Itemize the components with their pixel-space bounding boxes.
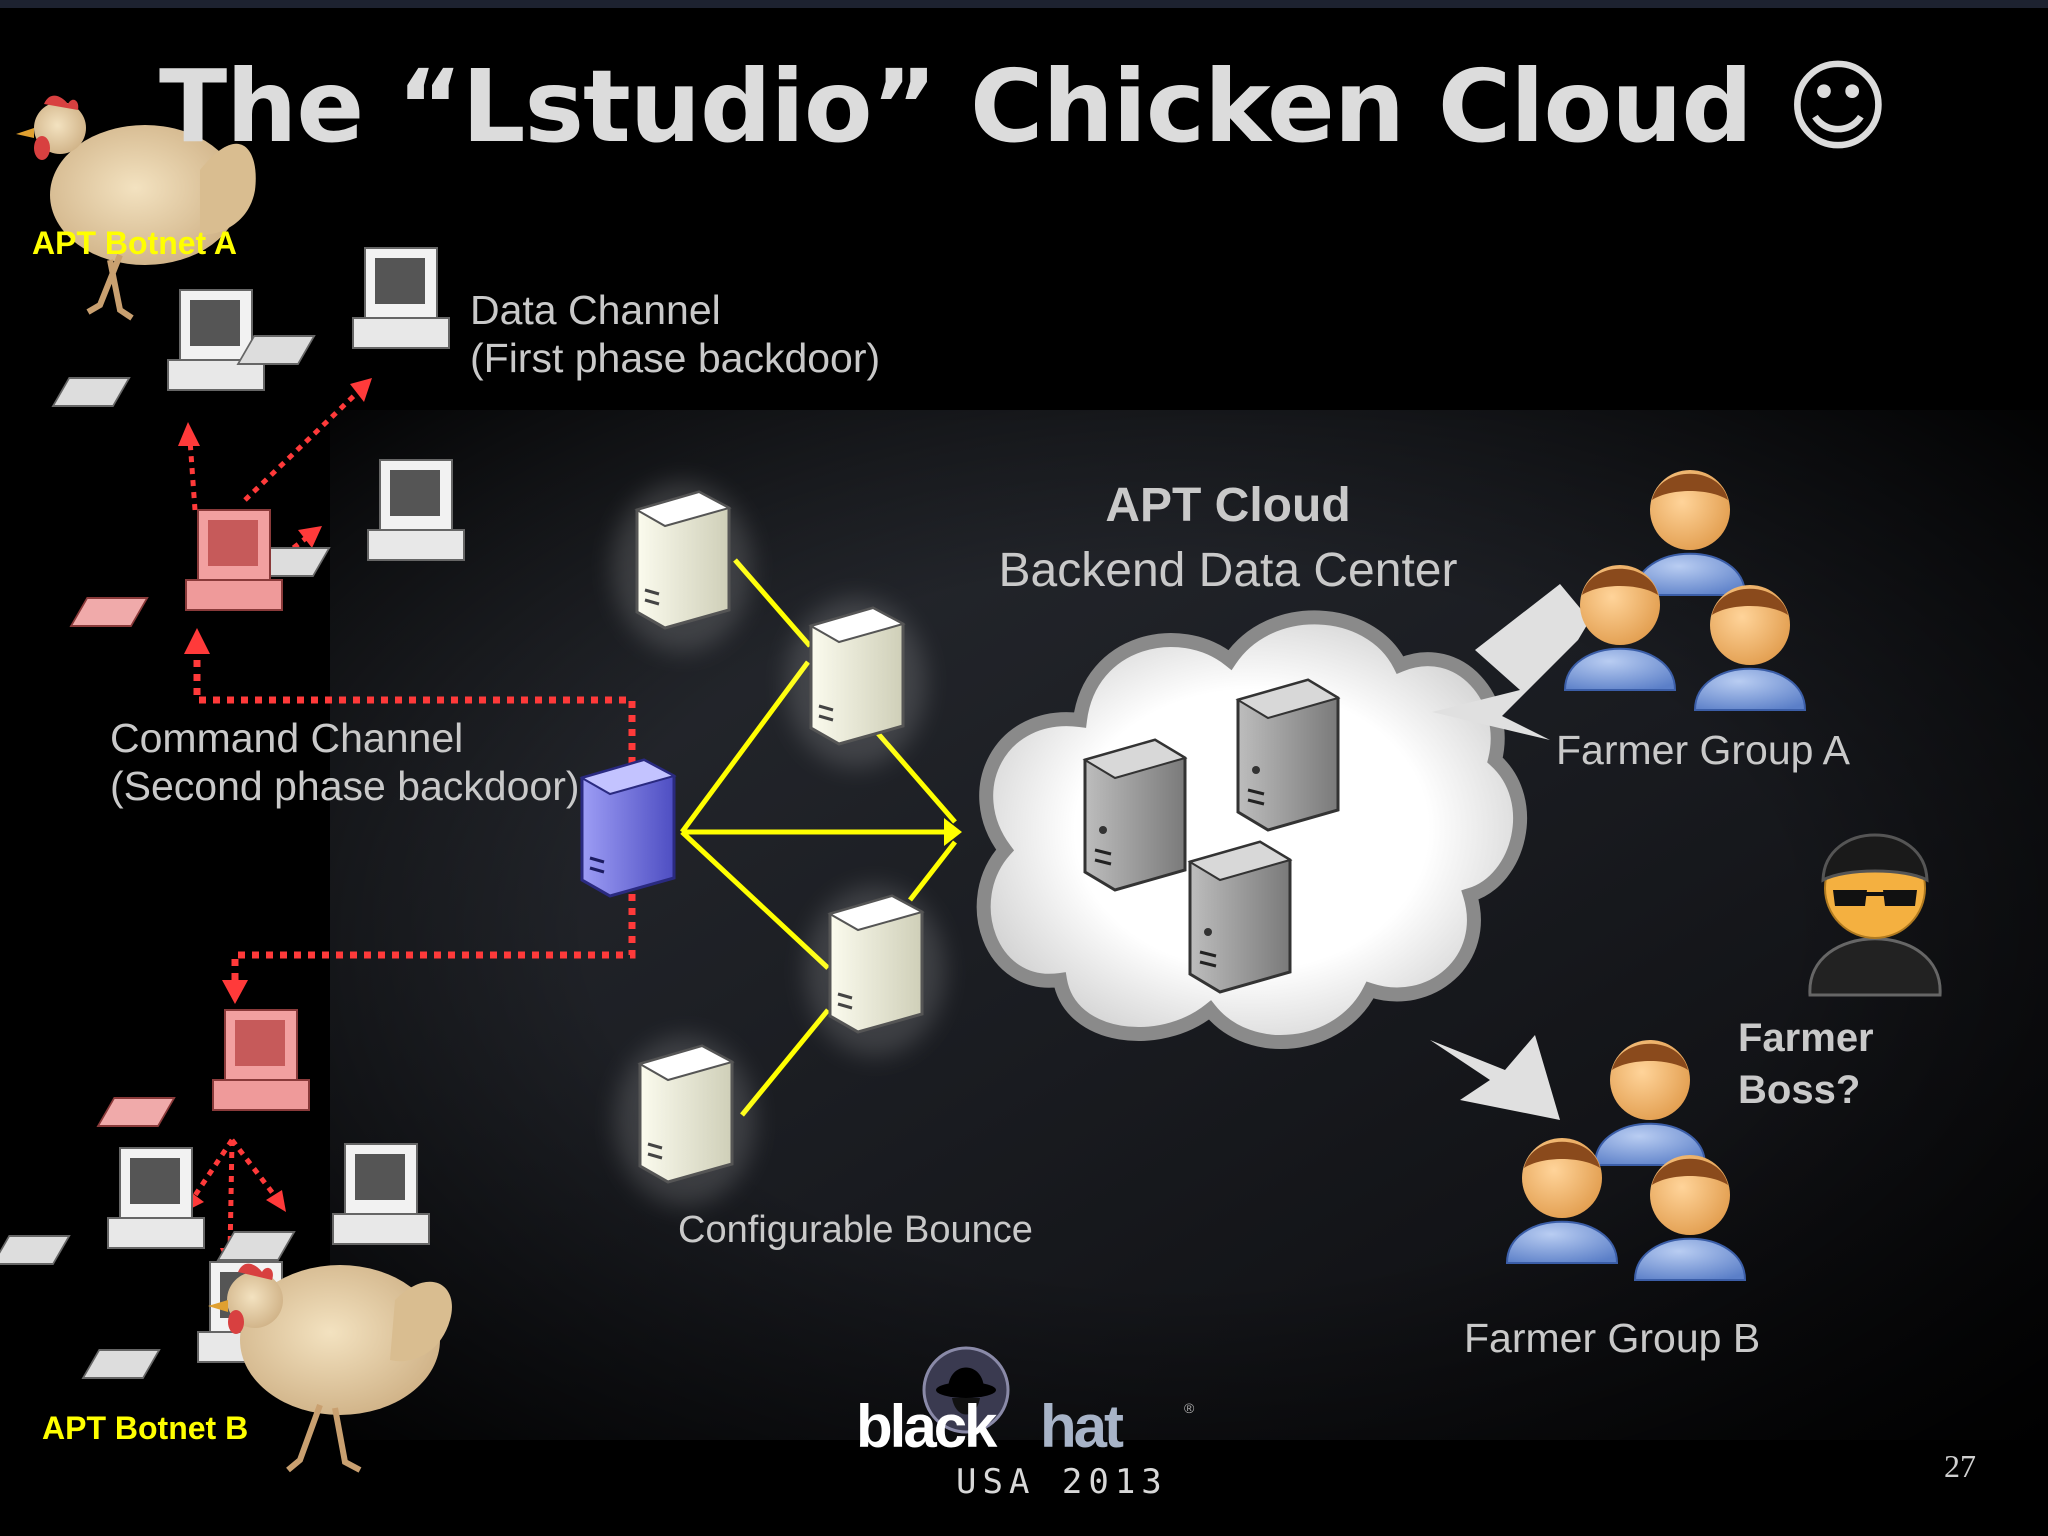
command-channel-lines <box>193 648 636 990</box>
chicken-a <box>16 95 256 321</box>
label-command-channel-sub: (Second phase backdoor) <box>110 763 580 809</box>
logo-registered: ® <box>1184 1400 1195 1416</box>
pc-icons <box>0 247 465 1379</box>
label-apt-botnet-a: APT Botnet A <box>32 225 238 261</box>
chicken-b <box>208 1263 452 1473</box>
logo-word-black: black <box>856 1393 997 1460</box>
logo-word-hat: hat <box>1040 1393 1124 1460</box>
page-number: 27 <box>1944 1448 1976 1484</box>
label-farmer-boss-1: Farmer <box>1738 1016 1874 1060</box>
data-channel-lines-b <box>189 1138 280 1256</box>
slide-title: The “Lstudio” Chicken Cloud ☺ <box>158 48 1890 165</box>
farmer-group-b-icons <box>1505 1040 1747 1281</box>
farmer-group-a-icons <box>1563 470 1807 711</box>
label-farmer-group-a: Farmer Group A <box>1556 727 1850 773</box>
label-farmer-group-b: Farmer Group B <box>1464 1315 1761 1361</box>
infected-pc-b <box>96 1009 310 1127</box>
label-configurable-bounce: Configurable Bounce <box>678 1209 1033 1251</box>
label-apt-botnet-b: APT Botnet B <box>42 1410 249 1446</box>
command-arrowheads <box>184 628 248 1004</box>
bounce-servers <box>612 482 945 1206</box>
label-data-channel: Data Channel <box>470 287 721 333</box>
farmer-boss-icon <box>1808 833 1942 997</box>
label-farmer-boss-2: Boss? <box>1738 1068 1861 1112</box>
logo-subtitle: USA 2013 <box>956 1462 1168 1502</box>
label-data-channel-sub: (First phase backdoor) <box>470 335 881 381</box>
infected-pc-a <box>69 509 283 627</box>
cloud-servers <box>1082 678 1341 994</box>
blackhat-logo-emblem <box>922 1346 1010 1434</box>
controller-server <box>579 758 677 898</box>
label-command-channel: Command Channel <box>110 715 464 761</box>
apt-cloud <box>976 610 1527 1049</box>
label-apt-cloud: APT Cloud <box>1105 479 1351 532</box>
label-backend-data-center: Backend Data Center <box>998 544 1458 597</box>
farmer-arrows <box>1430 584 1590 1120</box>
